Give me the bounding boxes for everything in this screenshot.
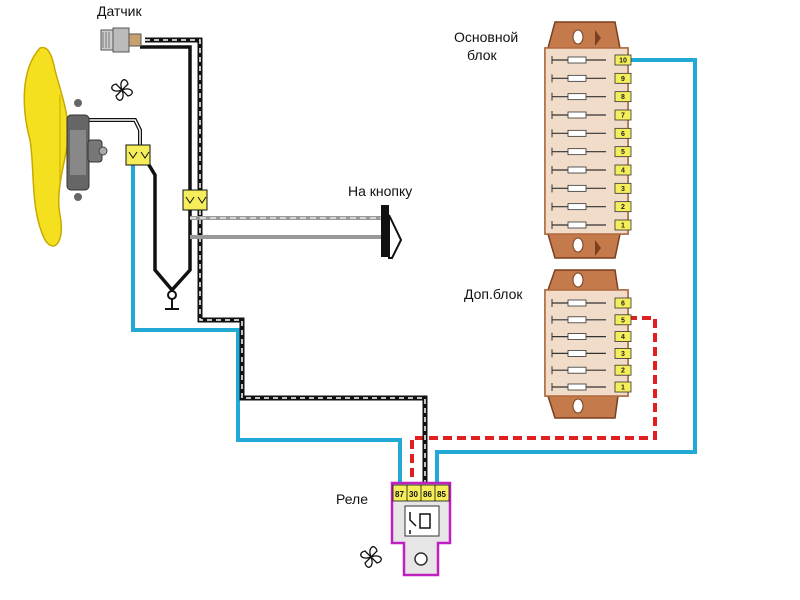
- relay-pin-85: 85: [437, 490, 446, 499]
- main-block-pin-tab: [614, 182, 632, 194]
- main-block-pin-10: 10: [619, 58, 627, 65]
- aux-block-pin-6: 6: [621, 301, 625, 308]
- fan-symbol-icon: [111, 79, 133, 101]
- main-block-pin-tab: [614, 72, 632, 84]
- sensor-label: Датчик: [97, 3, 142, 19]
- switch-icon: [165, 290, 179, 310]
- relay-pin-87: 87: [395, 490, 404, 499]
- wire-sensor-to-relay-86: [145, 37, 428, 487]
- main-block-pin-tab: [614, 109, 632, 121]
- aux-block-pin-tab: [614, 297, 632, 309]
- relay: [390, 481, 452, 577]
- main-block-pin-8: 8: [621, 94, 625, 101]
- main-block-pin-tab: [614, 91, 632, 103]
- main-fuse-block: [544, 21, 629, 259]
- connector-icon: [182, 189, 208, 211]
- main-block-pin-tab: [614, 146, 632, 158]
- wire-fan-to-relay-87: [131, 165, 402, 487]
- aux-block-pin-tab: [614, 347, 632, 359]
- aux-block-pin-tab: [614, 331, 632, 343]
- main-block-label-line1: Основной: [454, 29, 518, 45]
- wire-auxblock5-to-relay-30: [410, 316, 657, 487]
- aux-block-pin-4: 4: [621, 334, 625, 341]
- aux-block-pin-3: 3: [621, 351, 625, 358]
- relay-label: Реле: [336, 491, 368, 507]
- main-block-pin-4: 4: [621, 168, 625, 175]
- aux-fuse-block: [544, 269, 629, 419]
- button-label: На кнопку: [348, 183, 412, 199]
- aux-block-pin-5: 5: [621, 317, 625, 324]
- aux-block-pin-2: 2: [621, 368, 625, 375]
- relay-fan-icon: [360, 546, 382, 568]
- aux-block-pin-1: 1: [621, 385, 625, 392]
- relay-pin-86: 86: [423, 490, 432, 499]
- aux-block-pin-tab: [614, 364, 632, 376]
- aux-block-label: Доп.блок: [464, 286, 523, 302]
- aux-block-pin-tab: [614, 381, 632, 393]
- main-block-pin-tab: [614, 201, 632, 213]
- aux-block-pin-tab: [614, 314, 632, 326]
- fan-icon: [23, 46, 108, 247]
- sensor-icon: [100, 27, 142, 53]
- main-block-label-line2: блок: [467, 47, 498, 63]
- main-block-pin-1: 1: [621, 223, 625, 230]
- main-block-pin-3: 3: [621, 186, 625, 193]
- main-block-pin-9: 9: [621, 76, 625, 83]
- button-icon: [381, 205, 403, 259]
- main-block-pin-2: 2: [621, 204, 625, 211]
- main-block-pin-7: 7: [621, 113, 625, 120]
- main-block-pin-tab: [614, 219, 632, 231]
- main-block-pin-5: 5: [621, 149, 625, 156]
- main-block-pin-tab: [614, 127, 632, 139]
- main-block-pin-tab: [614, 164, 632, 176]
- relay-pin-30: 30: [409, 490, 418, 499]
- connector-icon: [125, 144, 151, 166]
- main-block-pin-tab: [614, 54, 632, 66]
- wire-mainblock10-to-relay-85: [435, 58, 697, 487]
- wire-sensor-switch: [138, 45, 192, 293]
- main-block-pin-6: 6: [621, 131, 625, 138]
